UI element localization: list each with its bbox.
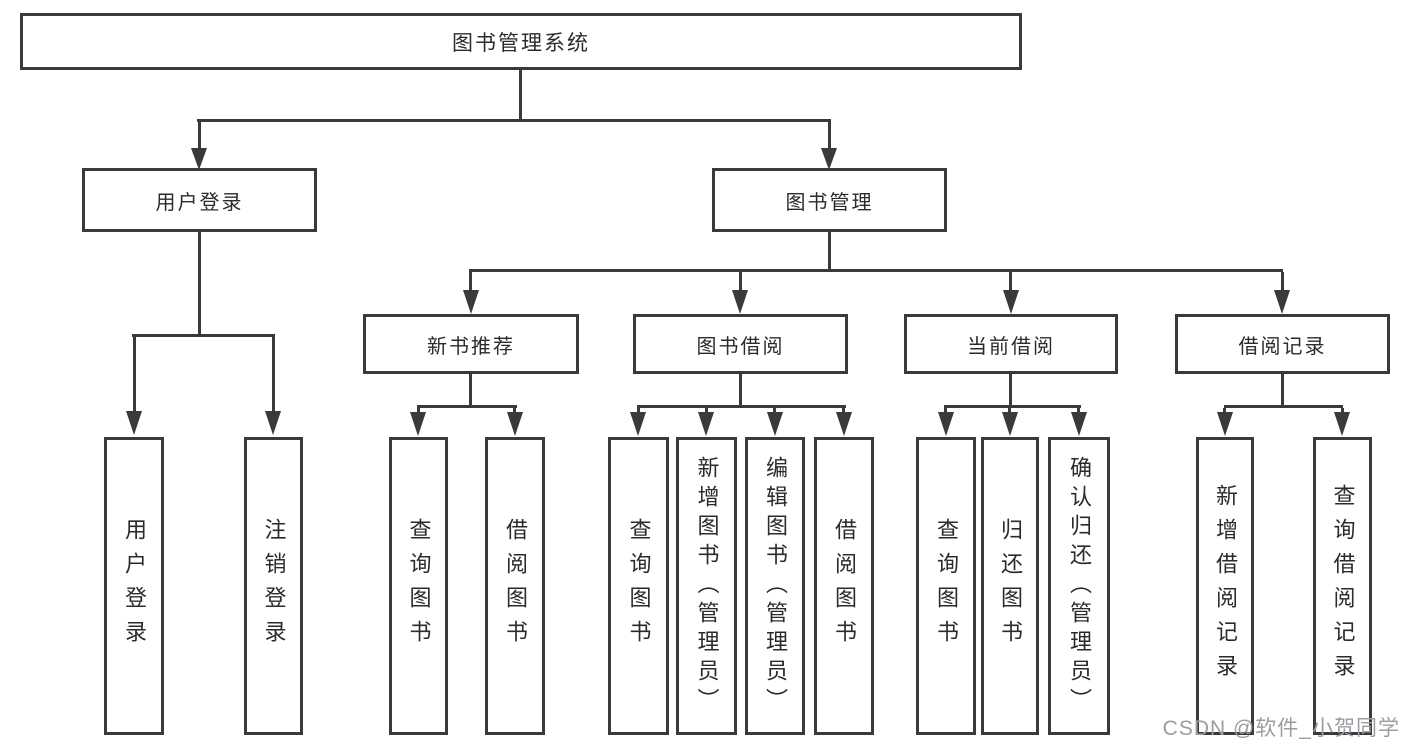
- connector: [944, 405, 1081, 408]
- leaf-edit-books-admin-label: 编辑图书（管理员）: [763, 455, 788, 717]
- connector: [1281, 374, 1284, 407]
- arrow-down-icon: [836, 412, 852, 436]
- leaf-query-borrow-record: 查询借阅记录: [1313, 437, 1372, 735]
- leaf-user-login-label: 用户登录: [122, 518, 147, 654]
- arrow-down-icon: [1002, 412, 1018, 436]
- arrow-down-icon: [698, 412, 714, 436]
- leaf-query-books-recommend: 查询图书: [389, 437, 448, 735]
- leaf-query-books-borrow: 查询图书: [608, 437, 669, 735]
- arrow-down-icon: [191, 148, 207, 170]
- arrow-down-icon: [265, 411, 281, 435]
- connector: [469, 272, 472, 294]
- node-current-borrowing: 当前借阅: [904, 314, 1118, 374]
- connector: [469, 269, 1283, 272]
- connector: [828, 232, 831, 272]
- leaf-borrow-books: 借阅图书: [814, 437, 874, 735]
- arrow-down-icon: [1274, 290, 1290, 314]
- node-current-borrowing-label: 当前借阅: [967, 335, 1055, 358]
- root-node-label: 图书管理系统: [452, 31, 590, 55]
- leaf-query-books-recommend-label: 查询图书: [406, 518, 432, 654]
- arrow-down-icon: [410, 412, 426, 436]
- connector: [1009, 272, 1012, 294]
- connector: [1281, 272, 1284, 294]
- leaf-query-books-current: 查询图书: [916, 437, 976, 735]
- connector: [197, 119, 831, 122]
- arrow-down-icon: [938, 412, 954, 436]
- arrow-down-icon: [126, 411, 142, 435]
- arrow-down-icon: [1217, 412, 1233, 436]
- connector: [198, 232, 201, 336]
- node-book-management-label: 图书管理: [785, 191, 874, 214]
- node-borrowing-records-label: 借阅记录: [1238, 335, 1327, 358]
- arrow-down-icon: [767, 412, 783, 436]
- connector: [739, 374, 742, 407]
- arrow-down-icon: [821, 148, 837, 170]
- node-new-book-recommendation-label: 新书推荐: [427, 335, 515, 358]
- connector: [739, 272, 742, 294]
- connector: [519, 70, 522, 121]
- leaf-add-books-admin-label: 新增图书（管理员）: [694, 455, 720, 717]
- connector: [133, 337, 136, 415]
- leaf-borrow-books-recommend-label: 借阅图书: [503, 518, 528, 654]
- node-new-book-recommendation: 新书推荐: [363, 314, 579, 374]
- arrow-down-icon: [1071, 412, 1087, 436]
- leaf-edit-books-admin: 编辑图书（管理员）: [745, 437, 805, 735]
- leaf-query-books-borrow-label: 查询图书: [626, 518, 652, 654]
- connector: [469, 374, 472, 407]
- leaf-confirm-return-admin: 确认归还（管理员）: [1048, 437, 1110, 735]
- node-book-borrowing: 图书借阅: [633, 314, 848, 374]
- leaf-query-books-current-label: 查询图书: [934, 518, 959, 654]
- leaf-return-books-label: 归还图书: [998, 518, 1023, 654]
- leaf-confirm-return-admin-label: 确认归还（管理员）: [1067, 455, 1092, 717]
- node-book-management: 图书管理: [712, 168, 947, 232]
- arrow-down-icon: [630, 412, 646, 436]
- node-user-login: 用户登录: [82, 168, 317, 232]
- root-node-library-system: 图书管理系统: [20, 13, 1022, 70]
- arrow-down-icon: [1334, 412, 1350, 436]
- node-user-login-label: 用户登录: [155, 191, 244, 214]
- connector: [272, 337, 275, 415]
- arrow-down-icon: [507, 412, 523, 436]
- node-borrowing-records: 借阅记录: [1175, 314, 1390, 374]
- leaf-user-login: 用户登录: [104, 437, 164, 735]
- leaf-borrow-books-recommend: 借阅图书: [485, 437, 545, 735]
- arrow-down-icon: [463, 290, 479, 314]
- arrow-down-icon: [1003, 290, 1019, 314]
- connector: [417, 405, 517, 408]
- leaf-query-borrow-record-label: 查询借阅记录: [1330, 484, 1356, 688]
- connector: [1224, 405, 1343, 408]
- connector: [1009, 374, 1012, 407]
- arrow-down-icon: [732, 290, 748, 314]
- leaf-borrow-books-label: 借阅图书: [832, 518, 857, 654]
- leaf-return-books: 归还图书: [981, 437, 1039, 735]
- connector: [132, 334, 275, 337]
- leaf-logout: 注销登录: [244, 437, 303, 735]
- leaf-add-borrow-record: 新增借阅记录: [1196, 437, 1254, 735]
- connector: [198, 122, 201, 150]
- node-book-borrowing-label: 图书借阅: [696, 335, 785, 358]
- leaf-logout-label: 注销登录: [261, 518, 287, 654]
- leaf-add-borrow-record-label: 新增借阅记录: [1213, 484, 1238, 688]
- connector: [637, 405, 846, 408]
- leaf-add-books-admin: 新增图书（管理员）: [676, 437, 737, 735]
- connector: [828, 122, 831, 150]
- csdn-watermark: CSDN @软件_小贺同学: [1162, 717, 1400, 740]
